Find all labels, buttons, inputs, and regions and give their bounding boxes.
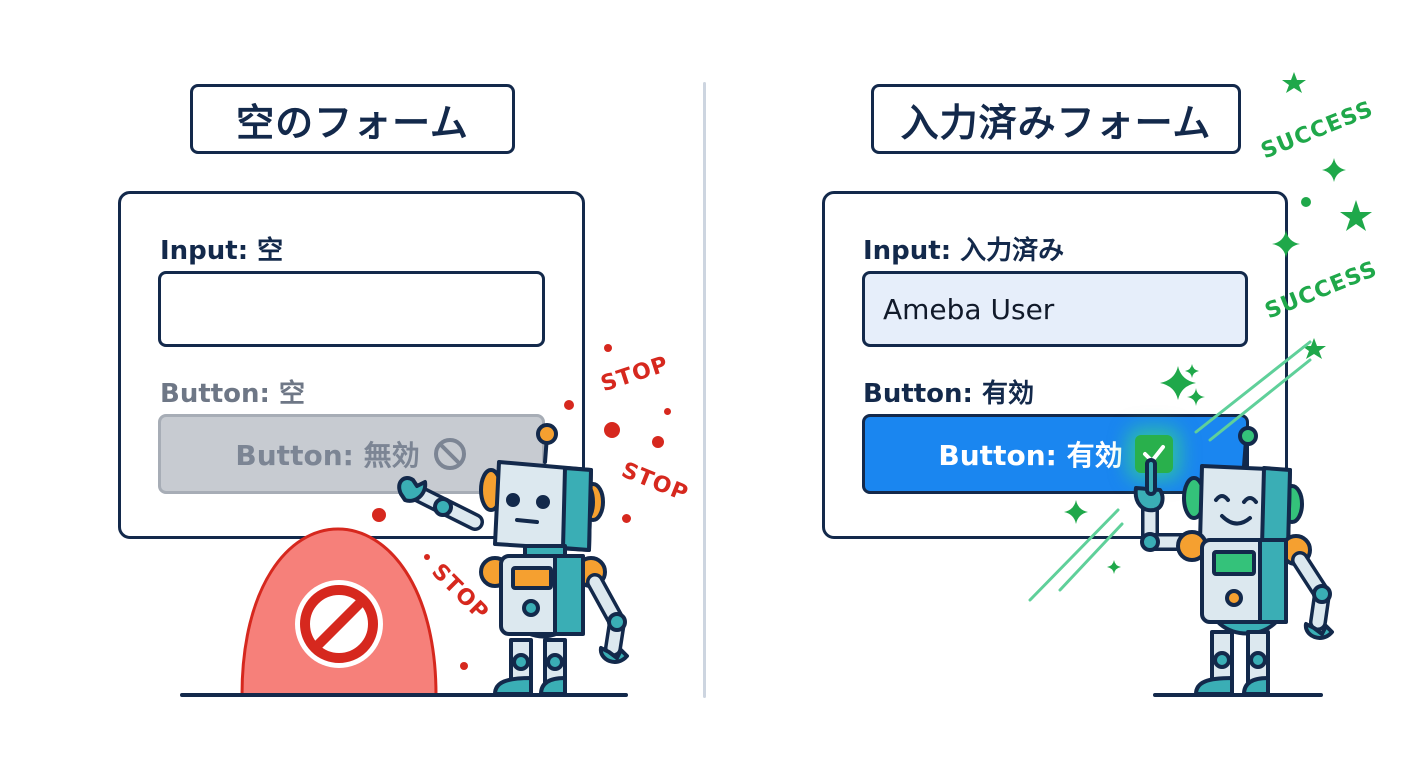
right-ground-line xyxy=(1153,693,1323,697)
panel-divider xyxy=(703,82,706,698)
prohibited-icon xyxy=(433,438,466,470)
red-dot xyxy=(460,662,468,670)
disabled-submit-button[interactable]: Button: 無効 xyxy=(158,414,545,494)
enabled-button-text: Button: 有効 xyxy=(938,439,1123,472)
red-dot xyxy=(622,514,631,523)
filled-input-field[interactable]: Ameba User xyxy=(862,271,1248,347)
left-ground-line xyxy=(180,693,628,697)
left-panel-title: 空のフォーム xyxy=(190,84,515,154)
stop-text-1: STOP xyxy=(597,351,672,398)
no-entry-sign-icon xyxy=(240,527,438,697)
red-dot xyxy=(564,400,574,410)
empty-input-field[interactable] xyxy=(158,271,545,347)
empty-input-label: Input: 空 xyxy=(160,236,284,266)
red-dot xyxy=(652,436,664,448)
disabled-button-label: Button: 空 xyxy=(160,379,306,409)
red-dot xyxy=(372,508,386,522)
enabled-button-label: Button: 有効 xyxy=(863,379,1035,409)
red-dot xyxy=(664,408,671,415)
robot-happy-illustration xyxy=(1133,426,1334,696)
red-dot xyxy=(604,344,612,352)
robot-sad-illustration xyxy=(397,423,629,696)
right-panel-title: 入力済みフォーム xyxy=(871,84,1241,154)
red-dot xyxy=(424,554,430,560)
disabled-button-text: Button: 無効 xyxy=(235,439,420,472)
enabled-submit-button[interactable]: Button: 有効 xyxy=(862,414,1249,494)
red-dot xyxy=(604,422,620,438)
filled-input-label: Input: 入力済み xyxy=(863,236,1065,266)
success-sparkles xyxy=(1028,72,1372,602)
